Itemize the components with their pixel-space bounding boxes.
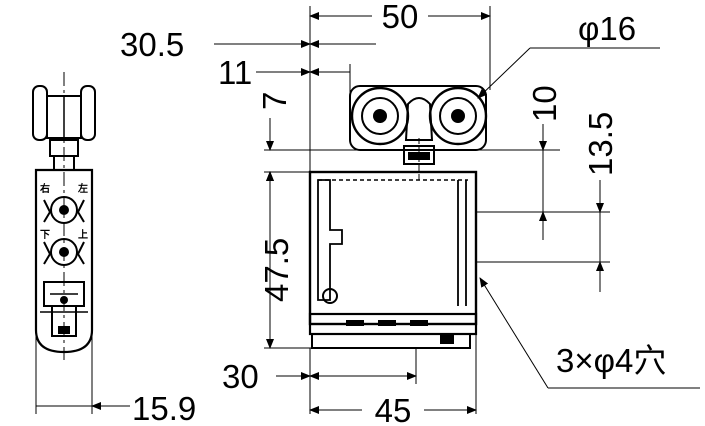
dim-roller-offset: 11 <box>218 54 350 91</box>
dim-roller-offset-label: 11 <box>218 54 252 91</box>
side-marking-left: 左 <box>77 182 88 195</box>
dim-offset-left-label: 30.5 <box>120 26 184 63</box>
dim-top-height: 7 <box>256 92 293 200</box>
dim-base-offset-label: 30 <box>222 358 259 395</box>
dim-overall-width-label: 50 <box>382 0 419 35</box>
dim-roller-to-hole2: 13.5 <box>582 112 619 292</box>
dim-roller-to-hole2-label: 13.5 <box>582 112 619 176</box>
dim-base-width-label: 45 <box>375 392 412 426</box>
dim-side-width-label: 15.9 <box>132 390 196 426</box>
dim-roller-to-hole-label: 10 <box>526 85 563 122</box>
dim-holes: 3×φ4穴 <box>479 277 700 389</box>
dim-body-height-label: 47.5 <box>258 238 295 302</box>
side-marking-up: 上 <box>78 228 88 241</box>
dim-overall-width: 50 <box>309 0 491 35</box>
dim-body-height: 47.5 <box>258 171 295 349</box>
dim-side-width: 15.9 <box>36 390 196 426</box>
dim-top-height-label: 7 <box>256 92 293 110</box>
dim-offset-left: 30.5 <box>120 26 376 63</box>
side-marking-down: 下 <box>40 229 50 241</box>
side-view: 右 左 下 上 <box>32 72 96 414</box>
dim-holes-label: 3×φ4穴 <box>556 342 666 379</box>
dim-base-width: 45 <box>309 392 477 426</box>
side-marking-right: 右 <box>39 182 50 195</box>
front-view <box>308 85 488 349</box>
dim-roller-diameter-label: φ16 <box>578 10 636 47</box>
dim-roller-diameter: φ16 <box>477 10 660 99</box>
dim-roller-to-hole: 10 <box>526 85 563 240</box>
dim-base-offset: 30 <box>222 358 417 395</box>
